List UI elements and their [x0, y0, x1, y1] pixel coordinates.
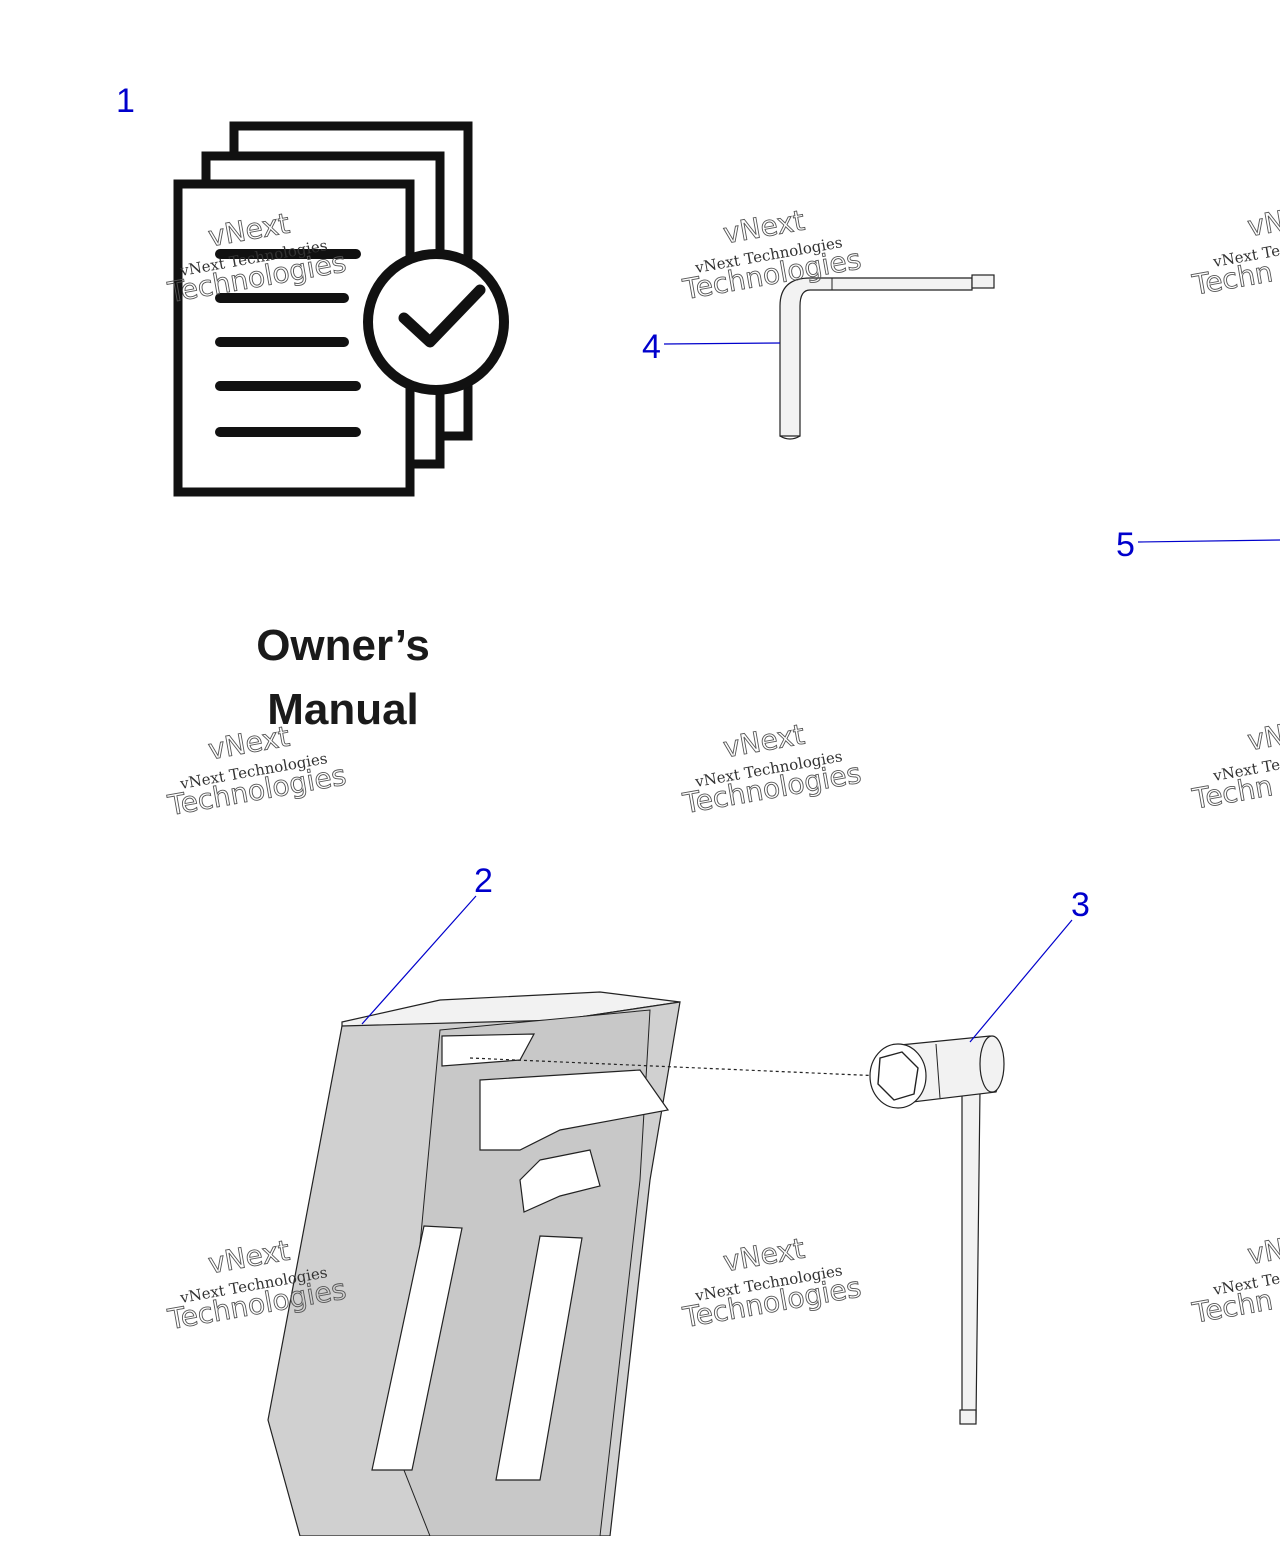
watermark-5: vNext vNext Technologies Technologies: [679, 717, 864, 821]
callout-1: 1: [116, 82, 135, 120]
tool-holder-part: [267, 991, 681, 1537]
svg-text:vNext: vNext: [1245, 1225, 1280, 1272]
leader-2: [361, 895, 477, 1025]
svg-text:Techn: Techn: [1189, 1283, 1275, 1330]
watermark-3: vNext vNext Te Techn: [1189, 196, 1280, 302]
manual-title-line2: Manual: [267, 685, 419, 734]
callout-3: 3: [1071, 886, 1090, 924]
callout-4: 4: [642, 328, 661, 366]
leader-4: [663, 342, 781, 345]
watermark-8: vNext vNext Technologies Technologies: [679, 1231, 864, 1335]
callout-5: 5: [1116, 526, 1135, 564]
leader-3: [969, 919, 1073, 1043]
alignment-dashed-line: [469, 1057, 906, 1078]
watermark-9: vNext vNext Te Techn: [1189, 1224, 1280, 1330]
svg-text:Techn: Techn: [1189, 255, 1275, 302]
svg-text:vNext: vNext: [1245, 197, 1280, 244]
manual-title-line1: Owner’s: [256, 621, 430, 670]
callout-2: 2: [474, 862, 493, 900]
leader-5: [1137, 539, 1280, 543]
watermark-6: vNext vNext Te Techn: [1189, 710, 1280, 816]
svg-text:Techn: Techn: [1189, 769, 1275, 816]
svg-text:vNext: vNext: [1245, 711, 1280, 758]
allen-wrench-part: [779, 274, 995, 440]
socket-wrench-part: [869, 1035, 1005, 1425]
checkmark-circle-icon: [363, 249, 509, 395]
